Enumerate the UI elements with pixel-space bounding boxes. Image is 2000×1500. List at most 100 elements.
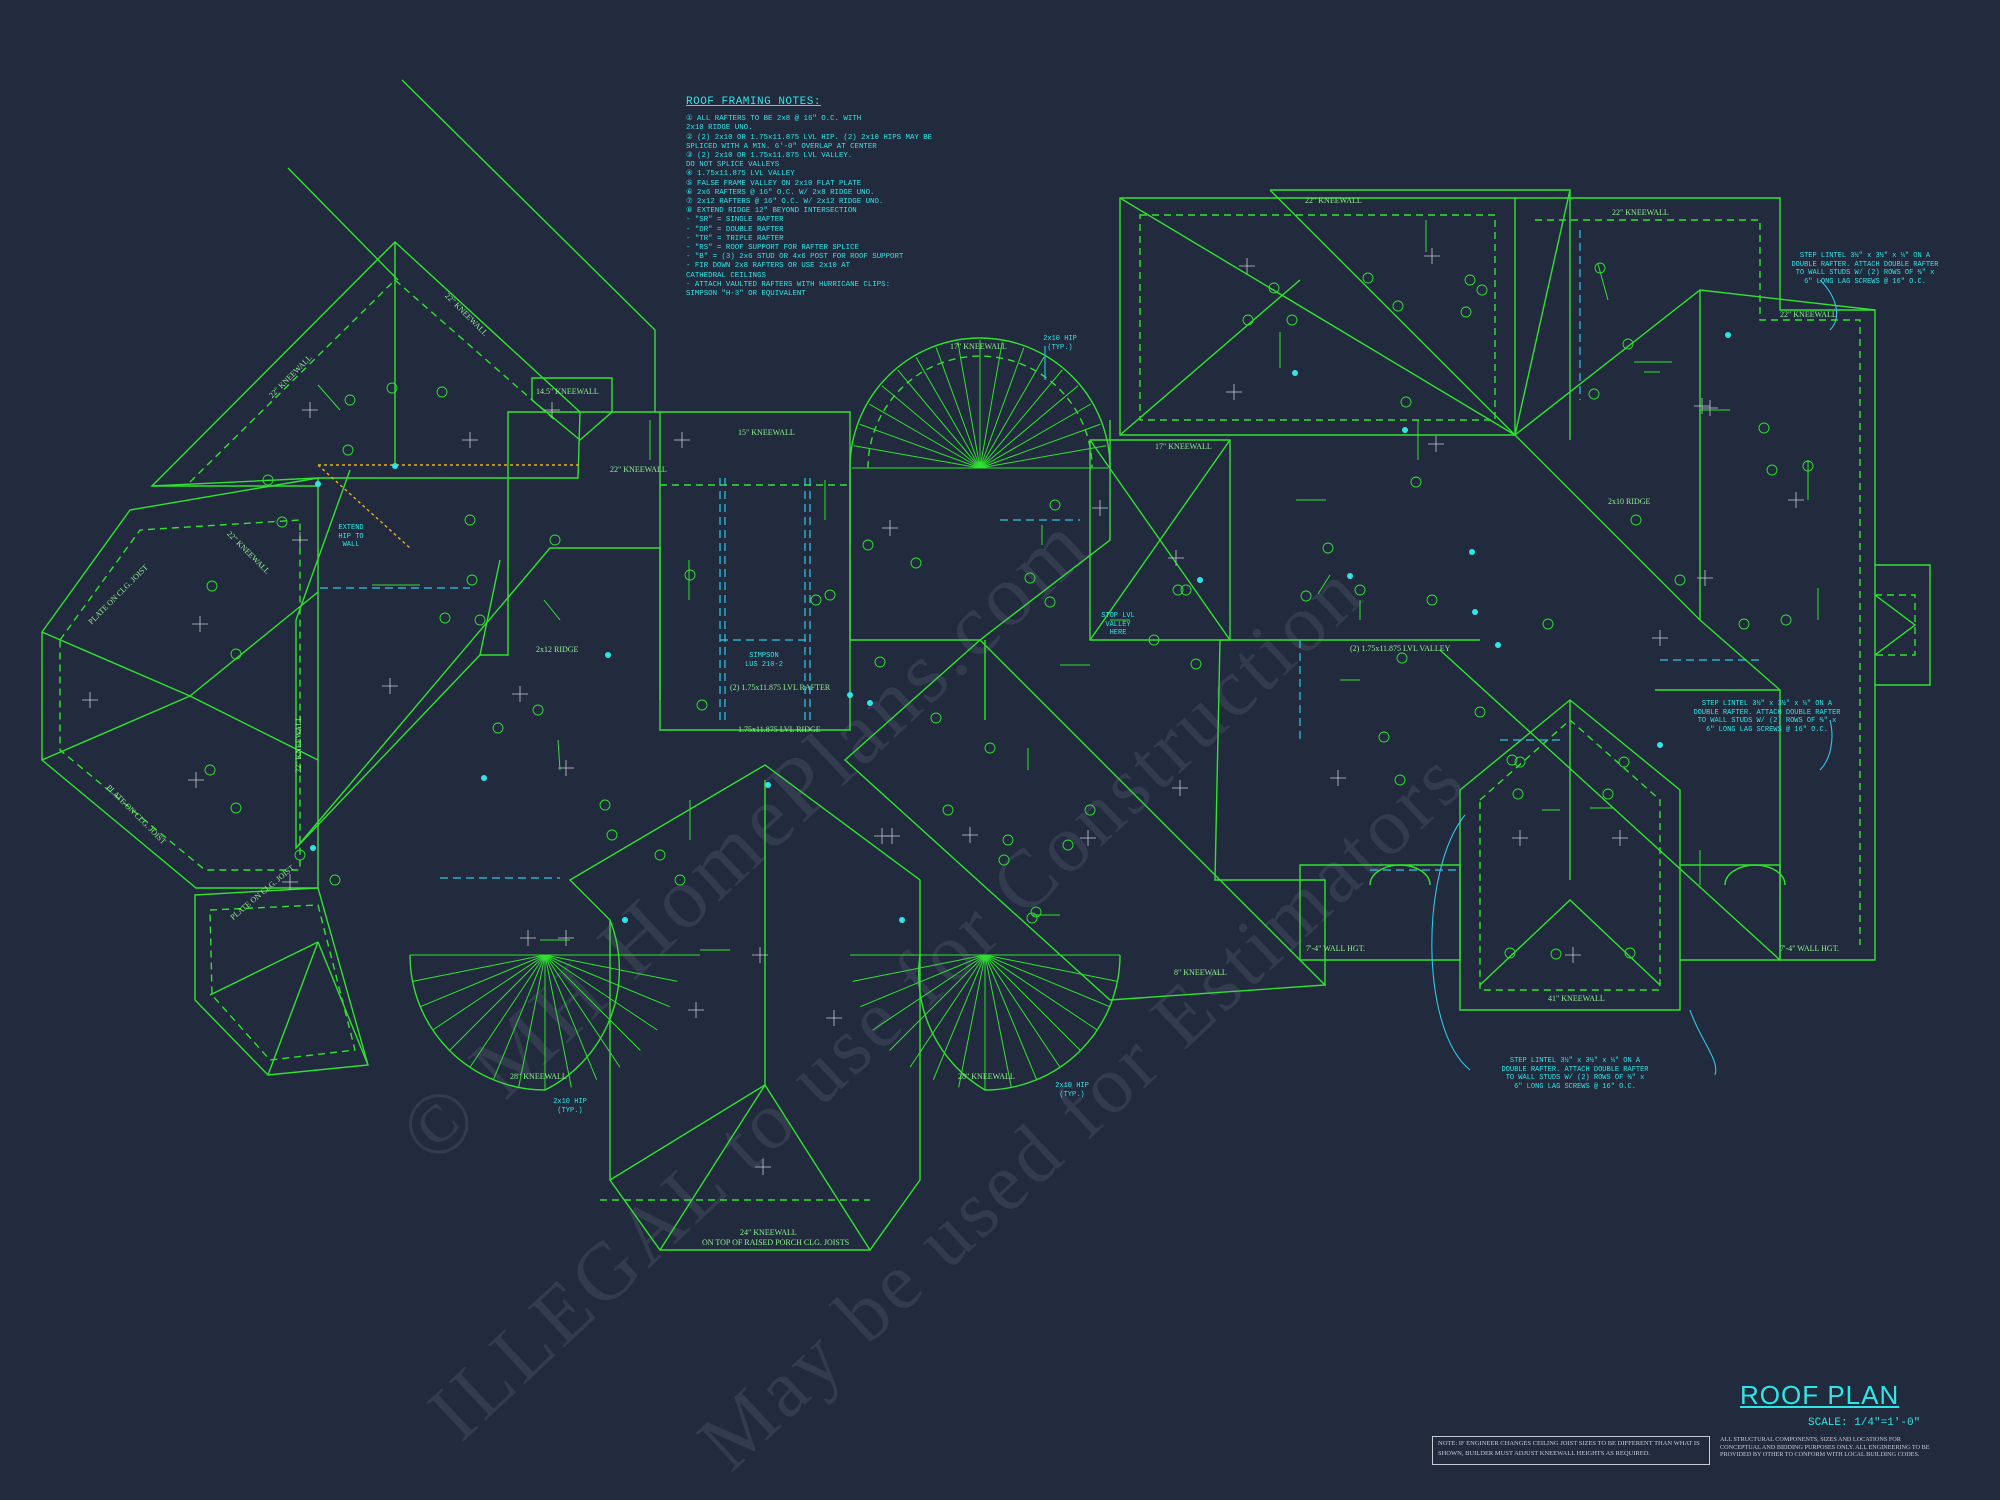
callout-circle [606,829,618,841]
note-line: ① ALL RAFTERS TO BE 2x8 @ 16" O.C. WITH [686,115,862,124]
stop-valley-callout: STOP LVL VALLEY HERE [1101,612,1135,637]
support-nodes [310,332,1731,923]
callout-circle [342,444,354,456]
fan-rafter [412,954,546,982]
pitch-symbol [688,1002,704,1018]
callout-circle [230,648,242,660]
pitch-symbol [192,616,208,632]
pitch-symbol [1168,550,1184,566]
rafter-direction-arrows [317,220,1819,956]
fan-rafter [979,403,1092,469]
fan-rafter [979,385,1079,469]
callout-circle [1378,731,1390,743]
note-line: SPLICED WITH A MIN. 6'-0" OVERLAP AT CEN… [686,142,877,151]
pitch-symbol [282,874,298,890]
note-line: CATHEDRAL CEILINGS [686,271,766,280]
fan-rafter [544,954,641,1051]
pitch-symbol [302,402,318,418]
kneewall-label: 22" KNEEWALL [1612,208,1669,217]
callout-circle [1362,272,1374,284]
callout-circle [1300,590,1312,602]
note-line: - "DR" = DOUBLE RAFTER [686,225,784,234]
callout-circle [1268,282,1280,294]
callout-circle [1190,658,1202,670]
kneewall-label: 24" KNEEWALL [740,1228,797,1237]
callout-circle [998,854,1010,866]
callout-circle [230,802,242,814]
note-line: ⑤ FALSE FRAME VALLEY ON 2x10 FLAT PLATE [686,179,862,188]
dashed-bearing-lines [320,230,1760,879]
kneewall-label: 15" KNEEWALL [738,428,795,437]
fan-rafter [544,954,621,1068]
callout-circle [1172,584,1184,596]
callout-circle [1286,314,1298,326]
callout-circle [262,474,274,486]
direction-arrow [557,739,561,771]
fan-rafter [544,954,598,1080]
fan-rafter [984,954,1081,1051]
callout-circle [930,712,942,724]
note-line: ⑥ 2x6 RAFTERS @ 16" O.C. W/ 2x8 RIDGE UN… [686,188,875,197]
note-line: SIMPSON "H-3" OR EQUIVALENT [686,290,806,299]
callout-circle [1396,652,1408,664]
note-line: - "TR" = TRIPLE RAFTER [686,234,784,243]
callout-circle [204,764,216,776]
fan-rafter [979,423,1101,469]
callout-circle [1030,906,1042,918]
callout-circle [344,394,356,406]
pitch-symbols [82,248,1804,1175]
callout-circle [1602,788,1614,800]
fan-rafter [852,954,986,982]
callout-circle [206,580,218,592]
callout-circle [1780,614,1792,626]
pitch-symbol [1330,770,1346,786]
ridge-label: 2x12 RIDGE [536,645,579,654]
hip-typ-callout: 2x10 HIP (TYP.) [1043,335,1077,352]
callout-circle [1044,596,1056,608]
fan-rafter [859,423,981,469]
fan-rafter [984,954,1038,1080]
fan-rafter [909,954,986,1068]
wall-height-label: 7'-4" WALL HGT. [1780,944,1839,953]
fan-rafter [957,341,981,469]
pitch-symbol [558,930,574,946]
ridge-label: 2x10 RIDGE [1608,497,1651,506]
pitch-symbol [82,692,98,708]
note-line: ③ (2) 2x10 OR 1.75x11.875 LVL VALLEY. [686,152,853,161]
fan-rafter [420,954,546,1008]
callout-circle [1476,284,1488,296]
pitch-symbol [874,828,890,844]
note-line: - ATTACH VAULTED RAFTERS WITH HURRICANE … [686,280,891,289]
fan-rafter [432,954,546,1031]
pitch-symbol [382,678,398,694]
note-line: DO NOT SPLICE VALLEYS [686,161,780,170]
fan-rafter [889,954,986,1051]
notes-list: ① ALL RAFTERS TO BE 2x8 @ 16" O.C. WITH … [686,115,946,299]
callout-circle [1180,584,1192,596]
fan-rafter [518,954,546,1088]
pitch-symbol [1239,258,1255,274]
callout-circle [329,874,341,886]
pitch-symbol [462,432,478,448]
kneewall-label: 14.5" KNEEWALL [536,387,599,396]
direction-arrow [543,599,561,621]
callout-circle [1506,754,1518,766]
callout-circle [674,874,686,886]
note-line: ④ 1.75x11.875 LVL VALLEY [686,170,795,179]
callout-circle [1242,314,1254,326]
callout-circle [1624,947,1636,959]
pitch-symbol [1702,400,1718,416]
pitch-symbol [1080,830,1096,846]
rafter-label: (2) 1.75x11.875 LVL RAFTER [730,683,831,692]
note-line: - "SR" = SINGLE RAFTER [686,216,784,225]
callout-circle [1024,572,1036,584]
callout-circle [1622,338,1634,350]
note-line: ② (2) 2x10 OR 1.75x11.875 LVL HIP. (2) 2… [686,133,933,142]
pitch-symbol [674,432,690,448]
pitch-symbol [1788,492,1804,508]
callout-circle [1514,756,1526,768]
note-line: - FIR DOWN 2x8 RAFTERS OR USE 2x10 AT [686,262,851,271]
kneewall-label: 28" KNEEWALL [510,1072,567,1081]
fan-rafter [979,445,1107,469]
